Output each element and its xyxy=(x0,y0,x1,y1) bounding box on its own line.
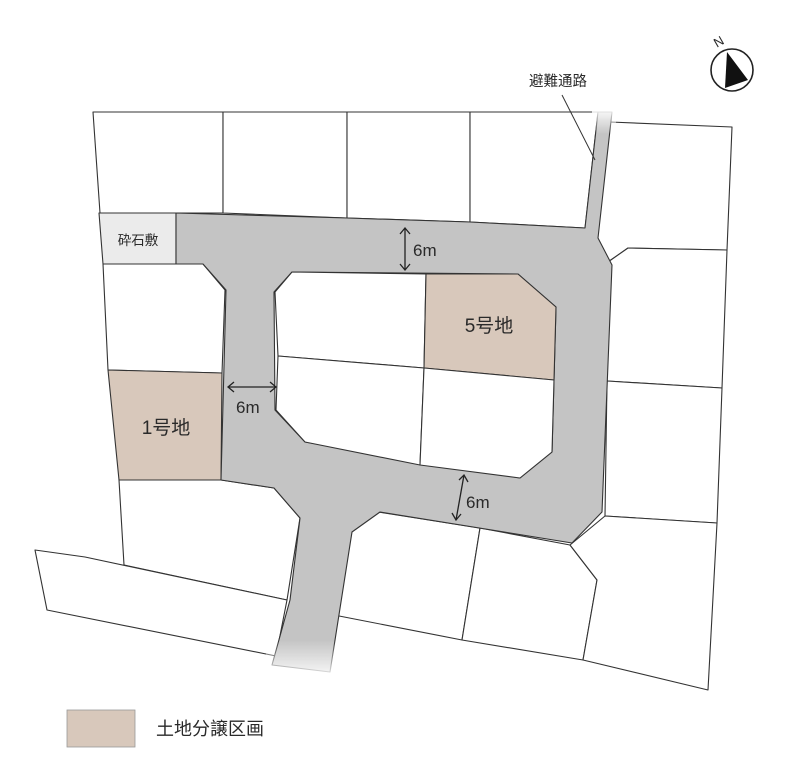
lot-1-label: 1号地 xyxy=(142,417,191,439)
dimension-left-label: 6m xyxy=(236,398,260,417)
legend-swatch xyxy=(66,709,136,748)
lot-right-2 xyxy=(606,247,728,389)
lot-bottom-4 xyxy=(569,515,718,691)
legend: 土地分譲区画 xyxy=(66,709,264,748)
lot-top-3 xyxy=(346,111,471,223)
north-label: N xyxy=(711,33,727,51)
dimension-top xyxy=(399,226,411,272)
lot-right-3 xyxy=(604,380,723,524)
evacuation-path-leader xyxy=(561,94,596,161)
lot-left-1 xyxy=(102,263,226,374)
dimension-left xyxy=(226,381,278,393)
lot-center-4 xyxy=(419,367,555,479)
gravel-label: 砕石敷 xyxy=(118,233,159,248)
lot-top-1 xyxy=(92,111,224,214)
lot-right-1 xyxy=(589,121,733,263)
lot-bottom-left xyxy=(34,549,288,657)
lot-5-sale-parcel xyxy=(423,273,557,381)
lot-center-3 xyxy=(275,355,425,466)
north-arrow-icon xyxy=(725,52,748,88)
legend-label: 土地分譲区画 xyxy=(156,719,264,739)
lot-top-2 xyxy=(222,111,348,219)
lot-top-4 xyxy=(469,111,599,229)
dimension-bottom xyxy=(451,473,469,522)
evacuation-path-label: 避難通路 xyxy=(529,73,587,90)
dimension-bottom-label: 6m xyxy=(466,493,490,512)
dimension-top-label: 6m xyxy=(413,241,437,260)
road-fade-top xyxy=(592,108,616,134)
lot-center-1 xyxy=(274,271,427,369)
north-compass: N xyxy=(710,33,754,92)
road-fade-bottom xyxy=(266,640,336,680)
lot-5-label: 5号地 xyxy=(465,315,514,337)
lot-bottom-2 xyxy=(333,511,481,641)
